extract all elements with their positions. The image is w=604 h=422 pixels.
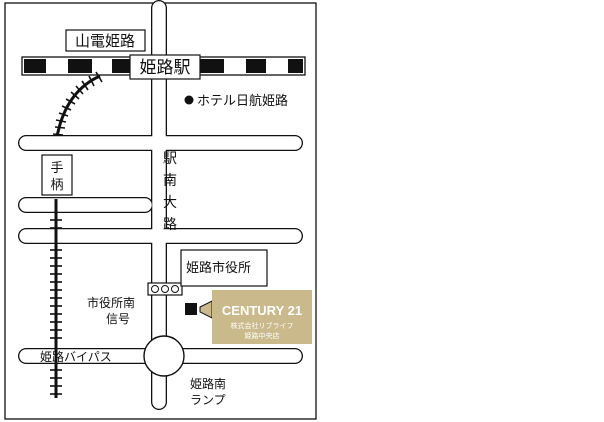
station-label-box <box>129 54 201 80</box>
office-marker-icon <box>185 303 197 315</box>
signal-suffix-label: 信号 <box>106 312 130 326</box>
signal-name-label: 市役所南 <box>87 295 135 310</box>
sanden-label-box <box>65 29 146 52</box>
hotel-label: ホテル日航姫路 <box>197 93 288 109</box>
century21-logo: CENTURY 21 株式会社リブライフ 姫路中央店 <box>212 290 312 344</box>
tegara-label-1: 手 <box>50 161 63 176</box>
branch-text: 姫路中央店 <box>245 331 280 340</box>
company-text: 株式会社リブライフ <box>231 321 294 330</box>
city-hall-label: 姫路市役所 <box>186 260 251 276</box>
ramp-name-label: 姫路南 <box>190 376 226 391</box>
ekimae-avenue-label-2: 南 <box>163 173 177 189</box>
himeji-station-label: 姫路駅 <box>140 58 191 78</box>
brand-text: CENTURY 21 <box>222 303 302 318</box>
ramp-suffix-label: ランプ <box>190 393 226 407</box>
bypass-label: 姫路バイパス <box>40 349 112 364</box>
signal-icon <box>147 282 183 296</box>
tegara-label-box <box>41 154 73 196</box>
himeji-minami-ramp-circle <box>143 335 185 377</box>
tegara-label-2: 柄 <box>50 178 63 193</box>
hotel-marker-icon <box>184 95 194 105</box>
ekimae-avenue-label-3: 大 <box>163 195 177 211</box>
city-hall-building <box>180 249 268 287</box>
ekimae-avenue-label-1: 駅 <box>163 151 177 167</box>
ekimae-avenue-label-4: 路 <box>163 217 177 233</box>
sanden-line-label: 山電姫路 <box>75 32 135 50</box>
